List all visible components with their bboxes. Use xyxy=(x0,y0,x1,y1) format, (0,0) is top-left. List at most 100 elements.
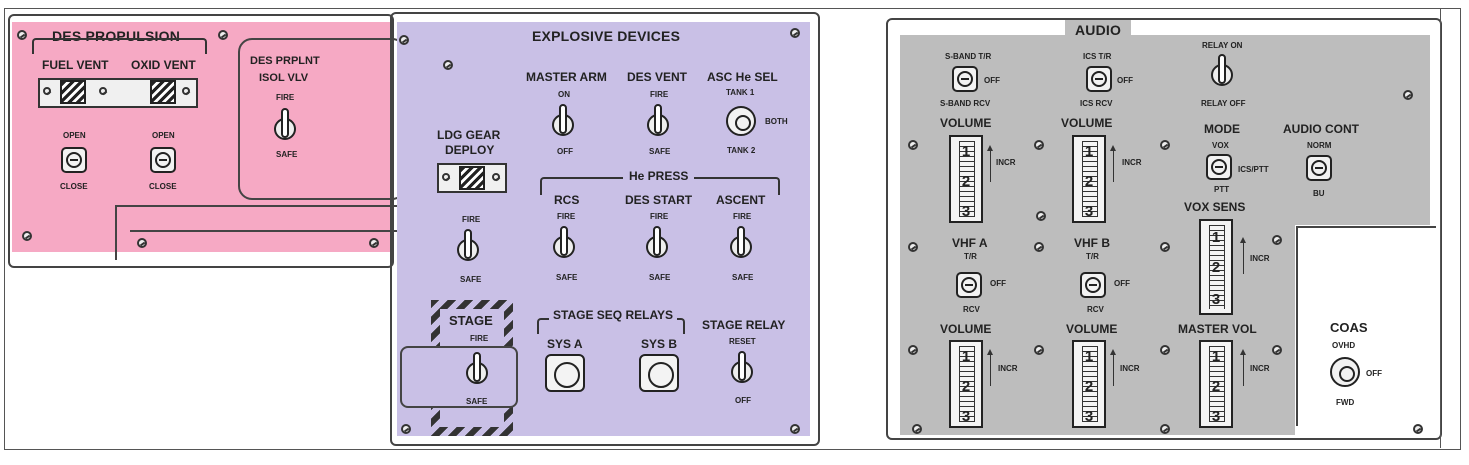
incr-arrow xyxy=(1240,237,1246,274)
des-vent-safe-label: SAFE xyxy=(649,147,671,156)
screw xyxy=(17,30,27,40)
screw xyxy=(1403,90,1413,100)
relay-switch[interactable] xyxy=(1211,54,1233,96)
audio-cont-switch[interactable] xyxy=(1306,155,1332,181)
volume-label-3: VOLUME xyxy=(940,322,992,336)
des-propulsion-title: DES PROPULSION xyxy=(52,28,181,44)
rcs-he-press-switch[interactable] xyxy=(553,226,575,268)
oxid-open-label: OPEN xyxy=(152,131,175,140)
asc-he-sel-knob[interactable] xyxy=(726,106,756,136)
sys-b-button[interactable] xyxy=(639,354,679,392)
fuel-vent-label: FUEL VENT xyxy=(42,58,109,72)
ldg-gear-deploy-switch[interactable] xyxy=(457,229,479,271)
master-vol-label: MASTER VOL xyxy=(1178,322,1257,336)
screw xyxy=(908,242,918,252)
tank1-label: TANK 1 xyxy=(726,88,755,97)
sys-a-button[interactable] xyxy=(545,354,585,392)
ics-switch[interactable] xyxy=(1086,66,1112,92)
sband-rcv-label: S-BAND RCV xyxy=(940,99,991,108)
stage-guard-cover xyxy=(400,346,518,408)
relay-off-label: RELAY OFF xyxy=(1201,99,1246,108)
coas-switch[interactable] xyxy=(1330,357,1360,387)
ldg-gear-label-line1: LDG GEAR xyxy=(437,128,501,142)
rcs-label: RCS xyxy=(554,193,580,207)
master-arm-off-label: OFF xyxy=(557,147,573,156)
asc-he-sel-label: ASC He SEL xyxy=(707,70,778,84)
incr-arrow xyxy=(987,145,993,182)
vhf-a-switch[interactable] xyxy=(956,272,982,298)
sys-b-label: SYS B xyxy=(641,337,678,351)
des-start-safe-label: SAFE xyxy=(649,273,671,282)
explosive-devices-outline xyxy=(390,12,820,446)
incr-label: INCR xyxy=(1120,364,1140,373)
des-start-he-press-switch[interactable] xyxy=(646,226,668,268)
incr-arrow xyxy=(1110,145,1116,182)
screw xyxy=(1160,424,1170,434)
des-propulsion-outline xyxy=(8,14,394,268)
des-prplnt-label-line1: DES PRPLNT xyxy=(250,55,320,67)
coas-ovhd-label: OVHD xyxy=(1332,341,1356,350)
des-vent-label: DES VENT xyxy=(627,70,688,84)
vhf-b-switch[interactable] xyxy=(1080,272,1106,298)
master-arm-label: MASTER ARM xyxy=(526,70,607,84)
volume-label-4: VOLUME xyxy=(1066,322,1118,336)
screw xyxy=(1034,140,1044,150)
screw xyxy=(1036,211,1046,221)
he-press-label: He PRESS xyxy=(623,169,695,183)
coas-off-label: OFF xyxy=(1366,369,1382,378)
audio-panel-outline xyxy=(886,18,1442,440)
screw xyxy=(908,140,918,150)
panel-frame-outline xyxy=(4,8,1461,450)
vhf-b-tr-label: T/R xyxy=(1086,252,1099,261)
des-propulsion-panel-lower xyxy=(20,205,115,250)
mode-ics-ptt-label: ICS/PTT xyxy=(1238,165,1269,174)
screw xyxy=(1034,345,1044,355)
mode-ptt-label: PTT xyxy=(1214,185,1230,194)
stage-switch[interactable] xyxy=(466,352,488,394)
screw xyxy=(1160,242,1170,252)
ics-off-label: OFF xyxy=(1117,76,1133,85)
screw xyxy=(399,35,409,45)
des-prplnt-isol-vlv-switch[interactable] xyxy=(274,108,296,150)
frame-line xyxy=(115,205,405,207)
screw xyxy=(790,424,800,434)
ascent-he-press-switch[interactable] xyxy=(730,226,752,268)
incr-label: INCR xyxy=(996,158,1016,167)
norm-label: NORM xyxy=(1307,141,1332,150)
ldg-safe-label: SAFE xyxy=(460,275,482,284)
master-arm-switch[interactable] xyxy=(552,104,574,146)
fuel-vent-switch[interactable] xyxy=(61,147,87,173)
des-vent-switch[interactable] xyxy=(647,104,669,146)
audio-title: AUDIO xyxy=(1065,20,1132,40)
screw xyxy=(1272,235,1282,245)
coas-label: COAS xyxy=(1330,320,1368,335)
vhf-a-rcv-label: RCV xyxy=(963,305,980,314)
both-label: BOTH xyxy=(765,117,788,126)
oxid-vent-label: OXID VENT xyxy=(131,58,196,72)
mode-switch[interactable] xyxy=(1206,154,1232,180)
stage-relay-switch[interactable] xyxy=(731,351,753,393)
screw xyxy=(1272,345,1282,355)
volume-label-2: VOLUME xyxy=(1061,116,1113,130)
screw xyxy=(1160,140,1170,150)
frame-line xyxy=(1440,8,1441,448)
des-start-fire-label: FIRE xyxy=(650,212,669,221)
oxid-vent-switch[interactable] xyxy=(150,147,176,173)
sband-switch[interactable] xyxy=(952,66,978,92)
screw xyxy=(137,238,147,248)
des-start-label: DES START xyxy=(625,193,693,207)
fuel-open-label: OPEN xyxy=(63,131,86,140)
ldg-gear-flag-indicator xyxy=(459,166,485,190)
sband-off-label: OFF xyxy=(984,76,1000,85)
vhf-a-off-label: OFF xyxy=(990,279,1006,288)
ics-tr-label: ICS T/R xyxy=(1083,52,1112,61)
screw xyxy=(443,60,453,70)
screw xyxy=(492,173,500,181)
screw xyxy=(912,424,922,434)
